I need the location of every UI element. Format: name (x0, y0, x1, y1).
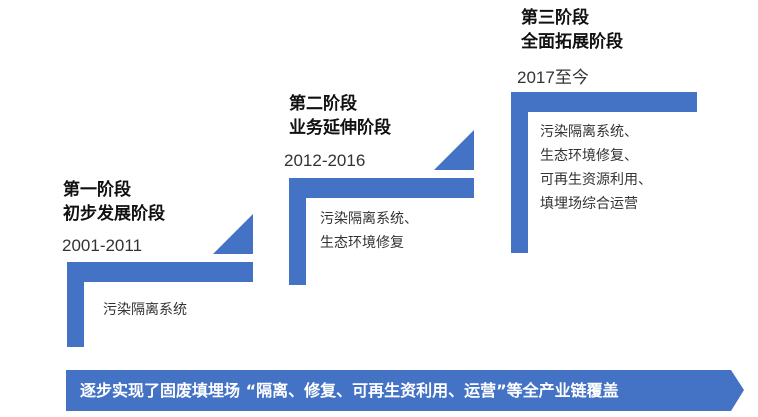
stage-3-years: 2017至今 (517, 68, 589, 87)
stage-1-years: 2001-2011 (62, 236, 143, 255)
stage-2-title: 第二阶段业务延伸阶段 (289, 94, 391, 138)
stage-1-bar-vertical (67, 262, 84, 347)
stage-1-title: 第一阶段初步发展阶段 (63, 180, 165, 224)
stage-2-triangle (434, 130, 474, 170)
stage-3-bar-vertical (511, 92, 528, 253)
stage-3-bar-horizontal (511, 92, 697, 112)
stage-2-items: 污染隔离系统、生态环境修复 (320, 211, 418, 251)
banner-text: 逐步实现了固废填埋场 “隔离、修复、可再生资利用、运营”等全产业链覆盖 (80, 381, 619, 400)
stage-2-bar-vertical (289, 178, 306, 285)
stage-3-items: 污染隔离系统、生态环境修复、可再生资源利用、填埋场综合运营 (540, 124, 652, 212)
stage-2-bar-horizontal (289, 178, 474, 198)
stage-3-title: 第三阶段全面拓展阶段 (521, 8, 623, 52)
stage-1-triangle (213, 214, 253, 254)
stage-1-bar-horizontal (67, 262, 253, 282)
stage-1-items: 污染隔离系统 (103, 302, 187, 318)
stage-2-years: 2012-2016 (284, 151, 366, 170)
banner-arrow (66, 370, 744, 411)
